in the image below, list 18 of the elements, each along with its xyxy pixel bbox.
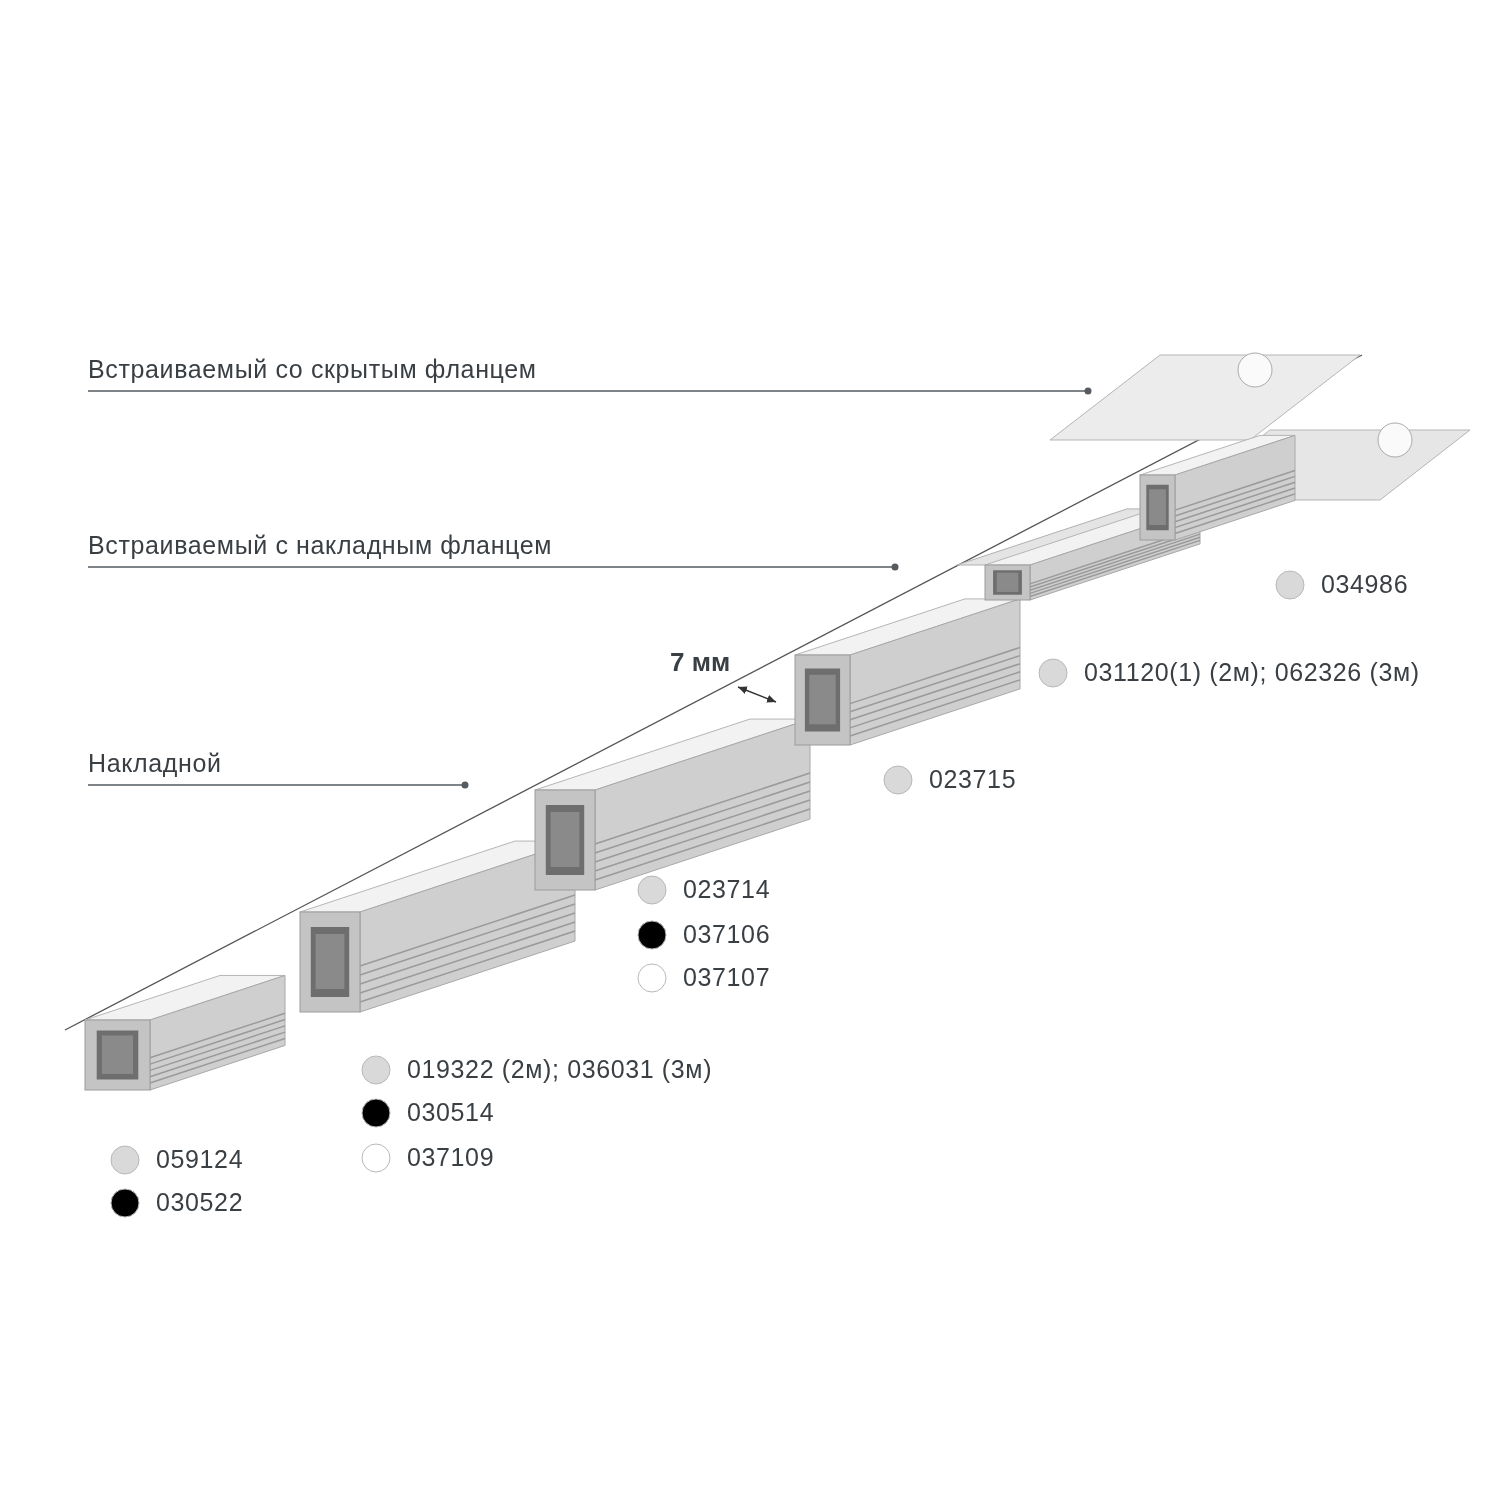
category-label: Накладной [88, 748, 222, 779]
article-number: 023715 [929, 767, 1017, 792]
article-number: 031120(1) (2м); 062326 (3м) [1084, 660, 1420, 685]
article-number: 023714 [683, 877, 771, 902]
leader-line [87, 563, 899, 571]
dimension-label: 7 мм [670, 646, 731, 679]
article-number: 030514 [407, 1100, 495, 1125]
category-label: Встраиваемый с накладным фланцем [88, 530, 553, 561]
article-number: 037109 [407, 1145, 495, 1170]
article-number: 059124 [156, 1147, 244, 1172]
category-label: Встраиваемый со скрытым фланцем [88, 354, 537, 385]
article-number: 037106 [683, 922, 771, 947]
leader-line [87, 387, 1092, 395]
article-number: 034986 [1321, 572, 1409, 597]
article-number: 030522 [156, 1190, 244, 1215]
leader-line [87, 781, 469, 789]
article-number: 019322 (2м); 036031 (3м) [407, 1057, 713, 1082]
article-number: 037107 [683, 965, 771, 990]
